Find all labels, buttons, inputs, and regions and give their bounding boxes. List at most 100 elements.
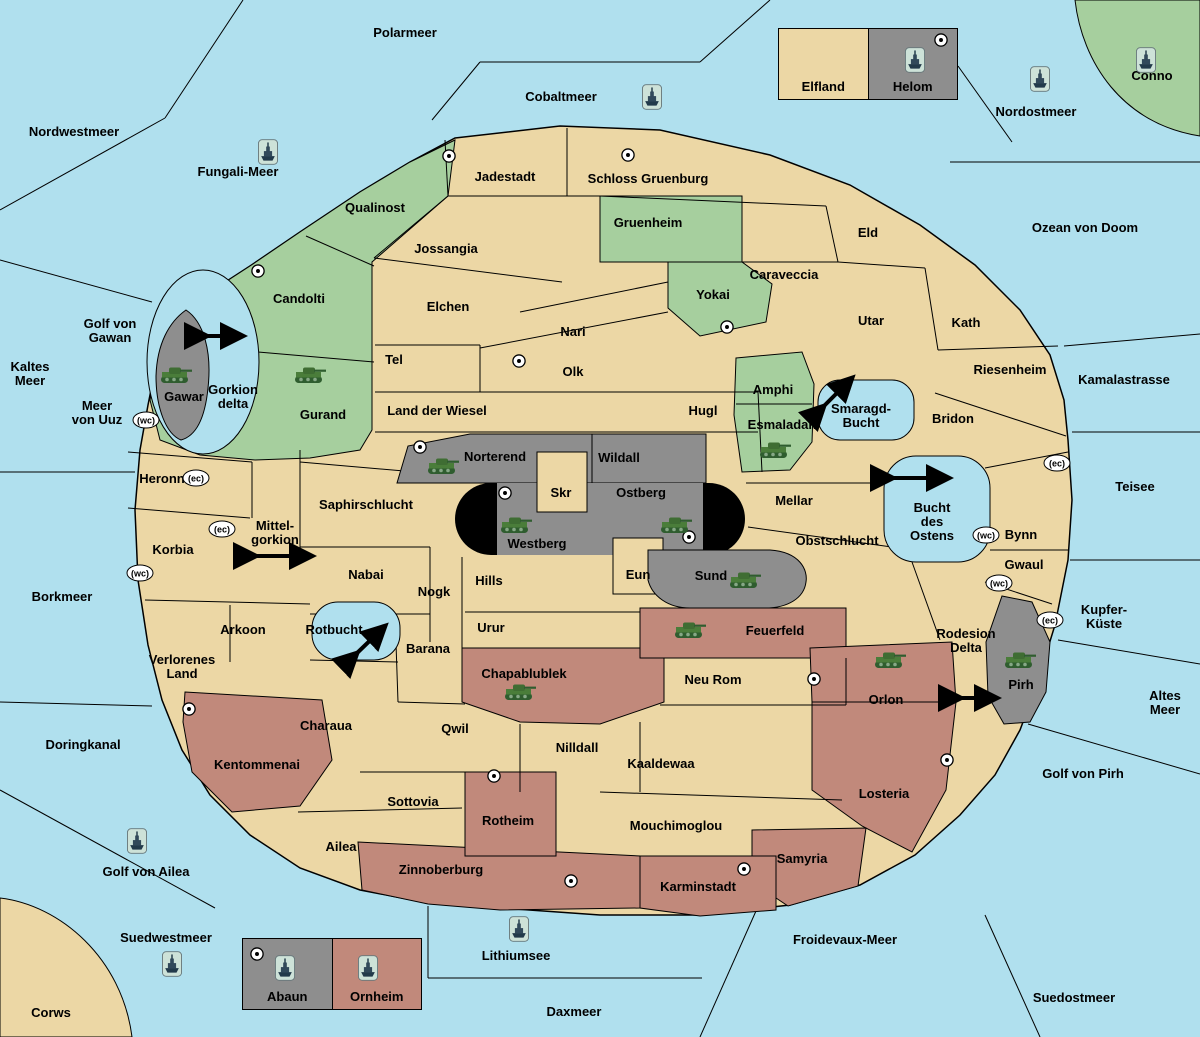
territory-label-norterend[interactable]: Norterend bbox=[463, 449, 527, 464]
territory-label-kath[interactable]: Kath bbox=[951, 315, 981, 330]
sea-zone-label-kamalastrasse[interactable]: Kamalastrasse bbox=[1078, 372, 1170, 387]
sea-zone-label-ozean-von-doom[interactable]: Ozean von Doom bbox=[1031, 220, 1139, 235]
territory-label-jadestadt[interactable]: Jadestadt bbox=[474, 169, 536, 184]
territory-label-nari[interactable]: Nari bbox=[560, 324, 586, 339]
territory-label-hugl[interactable]: Hugl bbox=[688, 403, 718, 418]
territory-label-elchen[interactable]: Elchen bbox=[426, 299, 470, 314]
territory-label-barana[interactable]: Barana bbox=[405, 641, 451, 656]
territory-label-pirh[interactable]: Pirh bbox=[1008, 677, 1034, 692]
territory-label-candolti[interactable]: Candolti bbox=[273, 291, 325, 306]
territory-label-rodesion-delta[interactable]: Rodesion Delta bbox=[936, 626, 996, 655]
territory-label-caraveccia[interactable]: Caraveccia bbox=[749, 267, 819, 282]
territory-label-yokai[interactable]: Yokai bbox=[696, 287, 730, 302]
sea-zone-label-smaragd-bucht[interactable]: Smaragd- Bucht bbox=[831, 401, 891, 430]
territory-label-urur[interactable]: Urur bbox=[477, 620, 505, 635]
ship-unit-icon[interactable] bbox=[509, 916, 529, 942]
territory-label-land-der-wiesel[interactable]: Land der Wiesel bbox=[387, 403, 487, 418]
sea-zone-label-meer-von-uuz[interactable]: Meer von Uuz bbox=[71, 398, 123, 427]
territory-label-utar[interactable]: Utar bbox=[857, 313, 885, 328]
sea-zone-label-suedwestmeer[interactable]: Suedwestmeer bbox=[120, 930, 212, 945]
territory-label-neu-rom[interactable]: Neu Rom bbox=[684, 672, 742, 687]
territory-label-verlorenes-land[interactable]: Verlorenes Land bbox=[148, 652, 216, 681]
ship-unit-icon[interactable] bbox=[275, 955, 295, 981]
territory-label-gawar[interactable]: Gawar bbox=[164, 389, 204, 404]
territory-label-kaaldewaa[interactable]: Kaaldewaa bbox=[627, 756, 695, 771]
territory-label-kentommenai[interactable]: Kentommenai bbox=[214, 757, 300, 772]
territory-label-nogk[interactable]: Nogk bbox=[417, 584, 451, 599]
territory-label-heronn[interactable]: Heronn bbox=[139, 471, 185, 486]
sea-zone-label-lithiumsee[interactable]: Lithiumsee bbox=[481, 948, 551, 963]
territory-label-nabai[interactable]: Nabai bbox=[348, 567, 384, 582]
territory-label-westberg[interactable]: Westberg bbox=[507, 536, 567, 551]
territory-label-eld[interactable]: Eld bbox=[857, 225, 879, 240]
sea-zone-label-suedostmeer[interactable]: Suedostmeer bbox=[1032, 990, 1116, 1005]
territory-label-ostberg[interactable]: Ostberg bbox=[616, 485, 666, 500]
territory-label-wildall[interactable]: Wildall bbox=[598, 450, 640, 465]
territory-label-amphi[interactable]: Amphi bbox=[752, 382, 794, 397]
sea-zone-label-gorkion-delta[interactable]: Gorkion delta bbox=[208, 382, 258, 411]
ship-unit-icon[interactable] bbox=[905, 47, 925, 73]
territory-label-arkoon[interactable]: Arkoon bbox=[220, 622, 266, 637]
territory-label-jossangia[interactable]: Jossangia bbox=[414, 241, 478, 256]
territory-label-riesenheim[interactable]: Riesenheim bbox=[973, 362, 1047, 377]
legend-region-elfland[interactable]: Elfland bbox=[779, 29, 868, 99]
ship-unit-icon[interactable] bbox=[162, 951, 182, 977]
territory-label-gruenheim[interactable]: Gruenheim bbox=[613, 215, 683, 230]
territory-label-esmaladan[interactable]: Esmaladan bbox=[747, 417, 817, 432]
territory-label-mellar[interactable]: Mellar bbox=[775, 493, 813, 508]
sea-zone-label-teisee[interactable]: Teisee bbox=[1115, 479, 1155, 494]
sea-zone-label-doringkanal[interactable]: Doringkanal bbox=[45, 737, 121, 752]
sea-zone-label-corws[interactable]: Corws bbox=[31, 1005, 71, 1020]
sea-zone-label-borkmeer[interactable]: Borkmeer bbox=[31, 589, 93, 604]
territory-label-feuerfeld[interactable]: Feuerfeld bbox=[745, 623, 805, 638]
territory-label-skr[interactable]: Skr bbox=[550, 485, 572, 500]
sea-zone-label-cobaltmeer[interactable]: Cobaltmeer bbox=[525, 89, 597, 104]
territory-label-orlon[interactable]: Orlon bbox=[868, 692, 904, 707]
sea-zone-label-rotbucht[interactable]: Rotbucht bbox=[305, 622, 363, 637]
ship-unit-icon[interactable] bbox=[1136, 47, 1156, 73]
sea-zone-label-mittel-gorkion[interactable]: Mittel- gorkion bbox=[251, 518, 299, 547]
territory-label-sund[interactable]: Sund bbox=[694, 568, 728, 583]
territory-label-nilldall[interactable]: Nilldall bbox=[555, 740, 599, 755]
ship-unit-icon[interactable] bbox=[127, 828, 147, 854]
territory-label-charaua[interactable]: Charaua bbox=[299, 718, 353, 733]
territory-label-schloss-gruenburg[interactable]: Schloss Gruenburg bbox=[587, 171, 709, 186]
sea-zone-label-bucht-des-ostens[interactable]: Bucht des Ostens bbox=[909, 500, 955, 543]
sea-zone-label-froidevaux-meer[interactable]: Froidevaux-Meer bbox=[792, 932, 898, 947]
territory-label-rotheim[interactable]: Rotheim bbox=[482, 813, 534, 828]
territory-label-saphirschlucht[interactable]: Saphirschlucht bbox=[319, 497, 413, 512]
territory-label-korbia[interactable]: Korbia bbox=[152, 542, 194, 557]
sea-zone-label-kupfer-k-ste[interactable]: Kupfer- Küste bbox=[1080, 602, 1128, 631]
ship-unit-icon[interactable] bbox=[1030, 66, 1050, 92]
ship-unit-icon[interactable] bbox=[258, 139, 278, 165]
sea-zone-label-golf-von-pirh[interactable]: Golf von Pirh bbox=[1042, 766, 1124, 781]
territory-label-chapablublek[interactable]: Chapablublek bbox=[481, 666, 567, 681]
sea-zone-label-nordostmeer[interactable]: Nordostmeer bbox=[995, 104, 1077, 119]
territory-label-tel[interactable]: Tel bbox=[385, 352, 403, 367]
territory-label-qwil[interactable]: Qwil bbox=[441, 721, 469, 736]
territory-label-olk[interactable]: Olk bbox=[562, 364, 584, 379]
ship-unit-icon[interactable] bbox=[642, 84, 662, 110]
sea-zone-label-kaltes-meer[interactable]: Kaltes Meer bbox=[10, 359, 50, 388]
sea-zone-label-nordwestmeer[interactable]: Nordwestmeer bbox=[28, 124, 120, 139]
ship-unit-icon[interactable] bbox=[358, 955, 378, 981]
sea-zone-label-altes-meer[interactable]: Altes Meer bbox=[1149, 688, 1181, 717]
territory-label-eun[interactable]: Eun bbox=[625, 567, 651, 582]
territory-label-karminstadt[interactable]: Karminstadt bbox=[660, 879, 736, 894]
territory-label-qualinost[interactable]: Qualinost bbox=[345, 200, 405, 215]
territory-label-bynn[interactable]: Bynn bbox=[1004, 527, 1038, 542]
territory-label-losteria[interactable]: Losteria bbox=[858, 786, 910, 801]
sea-zone-label-golf-von-ailea[interactable]: Golf von Ailea bbox=[102, 864, 190, 879]
sea-zone-label-daxmeer[interactable]: Daxmeer bbox=[546, 1004, 602, 1019]
sea-zone-label-golf-von-gawan[interactable]: Golf von Gawan bbox=[83, 316, 137, 345]
sea-zone-label-fungali-meer[interactable]: Fungali-Meer bbox=[197, 164, 279, 179]
sea-zone-label-polarmeer[interactable]: Polarmeer bbox=[373, 25, 437, 40]
territory-label-samyria[interactable]: Samyria bbox=[776, 851, 828, 866]
territory-label-sottovia[interactable]: Sottovia bbox=[387, 794, 439, 809]
territory-label-gurand[interactable]: Gurand bbox=[299, 407, 347, 422]
territory-label-gwaul[interactable]: Gwaul bbox=[1004, 557, 1044, 572]
territory-label-ailea[interactable]: Ailea bbox=[325, 839, 357, 854]
territory-label-hills[interactable]: Hills bbox=[475, 573, 503, 588]
territory-label-mouchimoglou[interactable]: Mouchimoglou bbox=[629, 818, 723, 833]
territory-label-zinnoberburg[interactable]: Zinnoberburg bbox=[398, 862, 484, 877]
